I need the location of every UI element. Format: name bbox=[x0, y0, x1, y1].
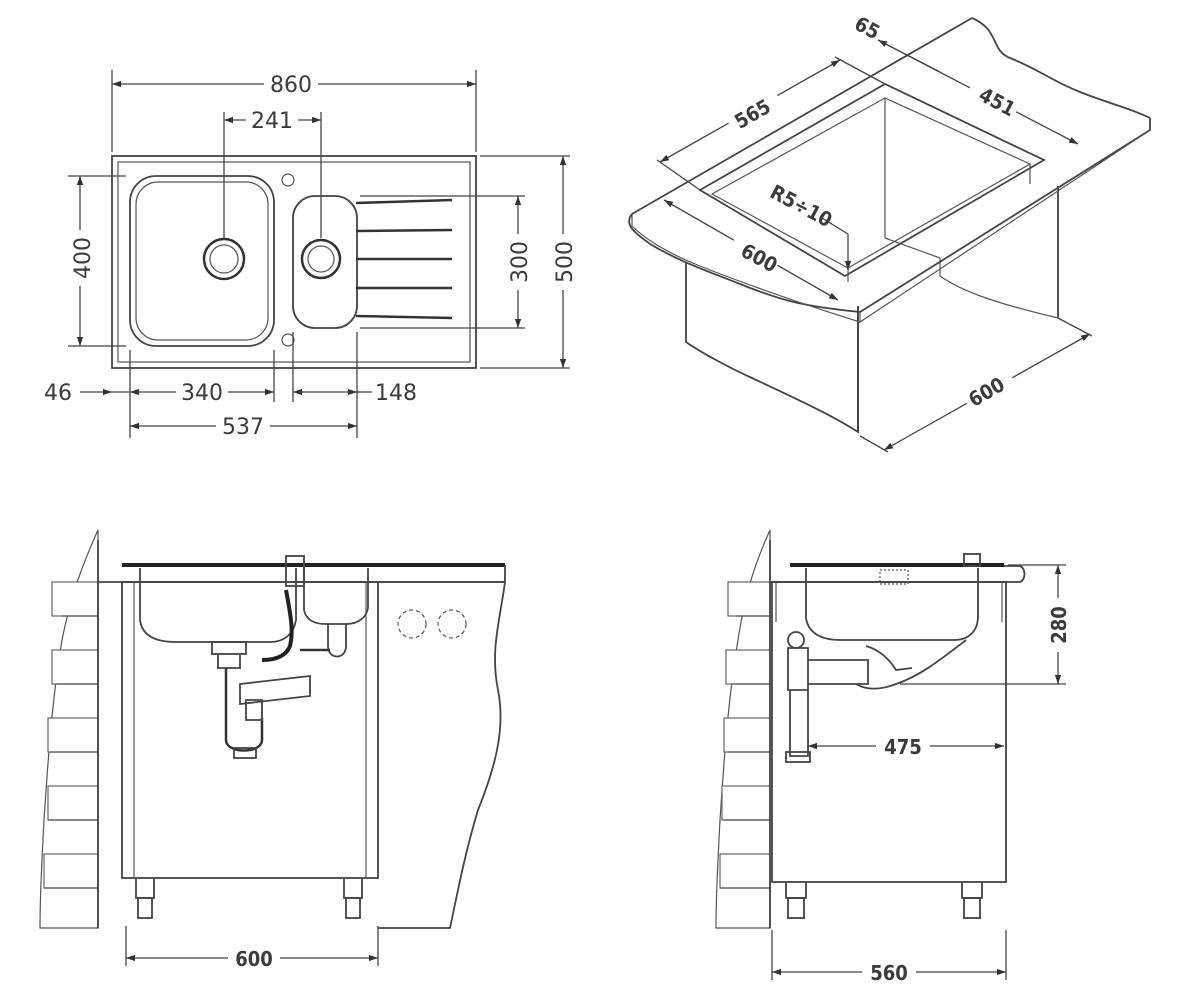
main-bowl bbox=[129, 175, 275, 347]
dim-overall-depth: 500 bbox=[553, 241, 578, 283]
drainer-ribs bbox=[355, 198, 453, 320]
dim-drain-spacing: 241 bbox=[251, 109, 293, 134]
sink-inner-rim bbox=[117, 161, 471, 363]
main-bowl-inner bbox=[135, 181, 269, 341]
cabinet bbox=[121, 581, 379, 879]
main-bowl-front bbox=[139, 568, 297, 643]
side-cabinet bbox=[771, 581, 1007, 883]
dim-bowl-height: 400 bbox=[71, 237, 96, 279]
side-panel bbox=[378, 581, 507, 929]
overflow-hole bbox=[281, 333, 295, 347]
iso-view: 565 451 65 600 R5÷10 600 bbox=[628, 11, 1151, 453]
small-drain-inner bbox=[307, 245, 335, 273]
side-view: 280 475 560 bbox=[715, 529, 1072, 985]
tap-hole bbox=[281, 173, 295, 187]
side-wall-bricks bbox=[719, 581, 771, 889]
sink-outline bbox=[111, 155, 477, 369]
top-view: 860 241 400 300 500 46 340 148 537 bbox=[44, 70, 578, 440]
dim-sink-height: 280 bbox=[1047, 606, 1071, 644]
dim-rim: 65 bbox=[851, 11, 884, 44]
cabinet-feet bbox=[135, 878, 363, 919]
dim-side-cabinet-depth: 560 bbox=[870, 961, 908, 985]
small-drain bbox=[300, 238, 342, 280]
dim-radius: R5÷10 bbox=[766, 180, 836, 232]
counter-back-edge bbox=[631, 17, 973, 215]
wall-bricks bbox=[43, 581, 99, 889]
dim-bowls-total-width: 537 bbox=[222, 415, 264, 440]
small-bowl bbox=[292, 195, 358, 329]
side-plumbing bbox=[785, 631, 967, 763]
cabinet-front bbox=[685, 262, 859, 434]
side-sink-bowl bbox=[805, 568, 979, 641]
dim-front-cabinet-width: 600 bbox=[235, 947, 273, 971]
dim-main-bowl-width: 340 bbox=[181, 381, 223, 406]
socket-right bbox=[437, 609, 467, 639]
main-drain bbox=[202, 237, 246, 281]
dim-small-bowl-height: 300 bbox=[508, 241, 533, 283]
socket-left bbox=[397, 609, 427, 639]
main-drain-inner bbox=[209, 244, 239, 274]
front-view: 600 bbox=[39, 529, 507, 971]
drain-plumbing bbox=[211, 555, 347, 759]
side-cabinet-feet bbox=[785, 882, 983, 919]
dim-edge-offset: 46 bbox=[44, 381, 72, 406]
dim-drain-offset: 475 bbox=[884, 735, 922, 759]
small-bowl-front bbox=[303, 568, 369, 625]
dim-overall-width: 860 bbox=[270, 73, 312, 98]
dim-small-bowl-width: 148 bbox=[375, 381, 417, 406]
